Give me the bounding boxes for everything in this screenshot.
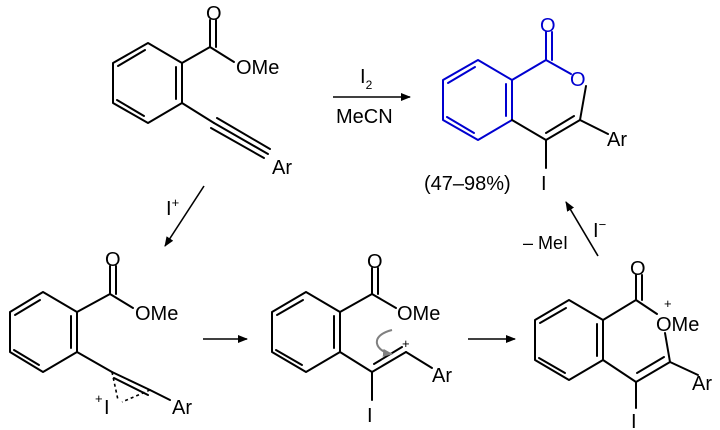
vinyl-ester: [339, 267, 433, 401]
vinyl-i: I: [367, 405, 373, 427]
iodonium-i: I: [104, 397, 110, 419]
product-ring-o: O: [570, 69, 586, 91]
ar-label: Ar: [272, 157, 292, 179]
curved-arrow: [376, 329, 393, 357]
iodide-label: I−: [593, 217, 606, 242]
vinyl-carbonyl-o: O: [367, 251, 383, 273]
vinyl-benzene-ring: [271, 291, 341, 373]
electrophile-label: I+: [166, 195, 179, 220]
product-ar: Ar: [607, 129, 627, 151]
oxonium-benzene-ring: [534, 299, 604, 381]
starting-material: O OMe Ar: [112, 3, 292, 179]
iodonium-plus: +: [95, 391, 103, 406]
iodonium-ester: [76, 265, 171, 401]
oxonium-ome: OMe: [656, 314, 699, 336]
ester-bonds: [181, 19, 235, 64]
vinyl-cation-intermediate: O OMe + Ar I: [271, 251, 452, 427]
vinyl-ome: OMe: [397, 303, 440, 325]
alkyne-bonds: [181, 102, 271, 159]
product-isocoumarin: O O Ar I (47–98%): [424, 15, 627, 195]
oxonium-i: I: [631, 411, 637, 430]
iodonium-intermediate: + I O OMe Ar: [9, 249, 192, 419]
iodonium-benzene-ring: [9, 291, 78, 373]
product-i: I: [541, 173, 547, 195]
oxonium-ring-bonds: [602, 274, 699, 409]
ome-label: OMe: [236, 57, 279, 79]
arrow-electrophile: I+: [164, 185, 205, 247]
oxonium-ar: Ar: [692, 373, 712, 395]
arrow-demethylation: – MeI I−: [523, 201, 606, 257]
pyranone-ring: [511, 31, 587, 141]
vinyl-ar: Ar: [432, 365, 452, 387]
product-carbonyl-o: O: [540, 15, 556, 37]
yield-label: (47–98%): [424, 173, 511, 195]
arrow-iodine: I2 MeCN: [333, 66, 411, 128]
oxonium-plus: +: [664, 296, 672, 311]
loss-mei-label: – MeI: [523, 233, 568, 253]
benzene-ring: [112, 42, 183, 124]
product-benzene-ring: [442, 59, 513, 141]
carbonyl-o-label: O: [206, 3, 222, 25]
vinyl-plus: +: [402, 336, 410, 351]
iodonium-ar: Ar: [172, 397, 192, 419]
solvent-label: MeCN: [336, 106, 393, 128]
iodonium-ome: OMe: [135, 303, 178, 325]
reagent-i2: I2: [360, 66, 373, 92]
oxonium-carbonyl-o: O: [630, 258, 646, 280]
iodonium-carbonyl-o: O: [105, 249, 121, 271]
oxonium-intermediate: O + OMe Ar I: [534, 258, 712, 430]
